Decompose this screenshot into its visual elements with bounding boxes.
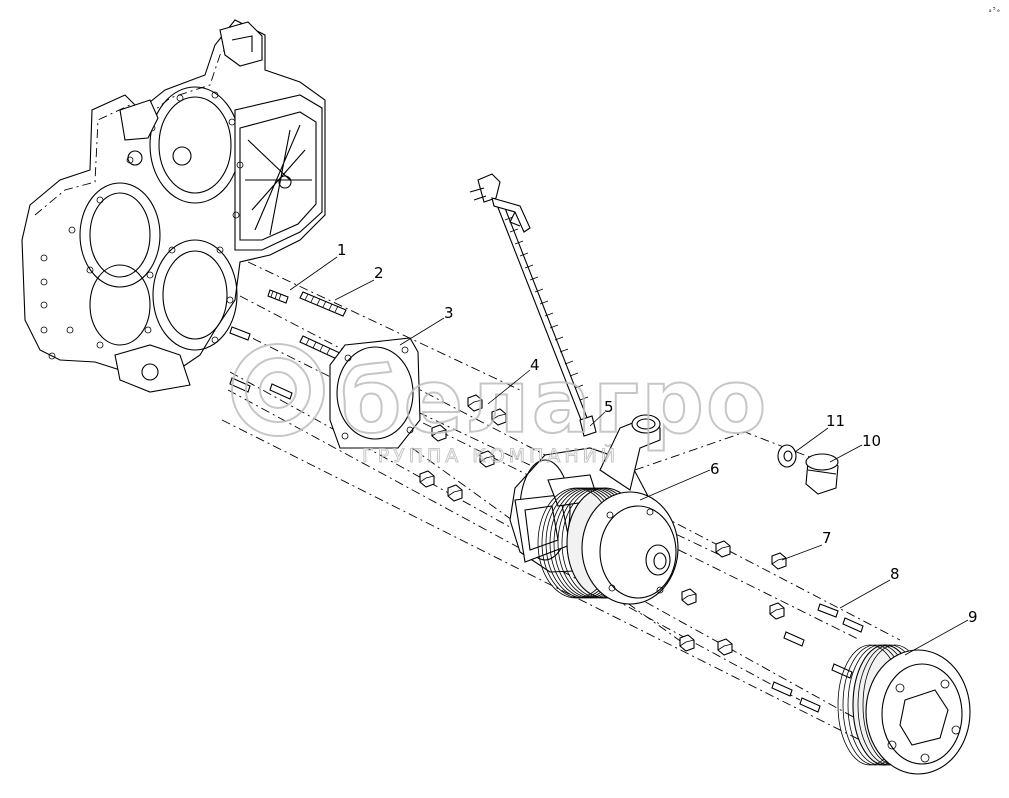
nut	[717, 638, 733, 656]
nut	[467, 394, 483, 412]
nut	[447, 484, 463, 502]
callout-8: 8	[890, 565, 900, 583]
callout-1: 1	[337, 241, 347, 259]
engine-front-housing	[21, 19, 326, 393]
watermark-tagline: ГРУППА КОМПАНИЙ	[362, 444, 619, 467]
nut	[715, 540, 731, 558]
callouts: 1 2 3 4 5 6 7 8 9 10 11	[337, 241, 978, 626]
callout-7: 7	[822, 529, 832, 547]
callout-5: 5	[604, 398, 614, 416]
stud-long-2	[299, 335, 343, 361]
dipstick	[469, 173, 597, 437]
stud-short-2	[229, 326, 251, 341]
drain-plug	[805, 453, 839, 495]
nut	[431, 424, 447, 442]
callout-6: 6	[710, 460, 720, 478]
pulley-studs	[771, 603, 864, 713]
stud-bolts	[229, 289, 347, 400]
callout-leaders	[289, 256, 969, 656]
callout-2: 2	[374, 264, 384, 282]
callout-3: 3	[444, 304, 454, 322]
gasket	[329, 337, 421, 449]
callout-11: 11	[826, 412, 845, 430]
nut	[769, 602, 785, 620]
nut	[491, 408, 507, 426]
nut	[479, 450, 495, 468]
nut	[771, 552, 787, 570]
nuts	[419, 394, 787, 656]
nut	[419, 470, 435, 488]
callout-4: 4	[530, 356, 540, 374]
stud-short-3	[229, 377, 251, 393]
callout-9: 9	[968, 608, 978, 626]
watermark: белагро ГРУППА КОМПАНИЙ	[231, 343, 768, 468]
stud-short-4	[269, 383, 293, 400]
watermark-logo-mark	[231, 343, 325, 437]
corner-mark: ₐ⁵ₑ	[988, 6, 1001, 14]
stud-short	[267, 289, 289, 304]
sealing-washer	[777, 444, 797, 468]
nut	[681, 588, 697, 606]
watermark-brand: белагро	[340, 350, 768, 453]
nut	[679, 634, 695, 652]
water-pump	[509, 414, 679, 605]
crankshaft-pulley	[837, 644, 971, 775]
callout-10: 10	[862, 432, 881, 450]
stud-long	[299, 291, 347, 317]
